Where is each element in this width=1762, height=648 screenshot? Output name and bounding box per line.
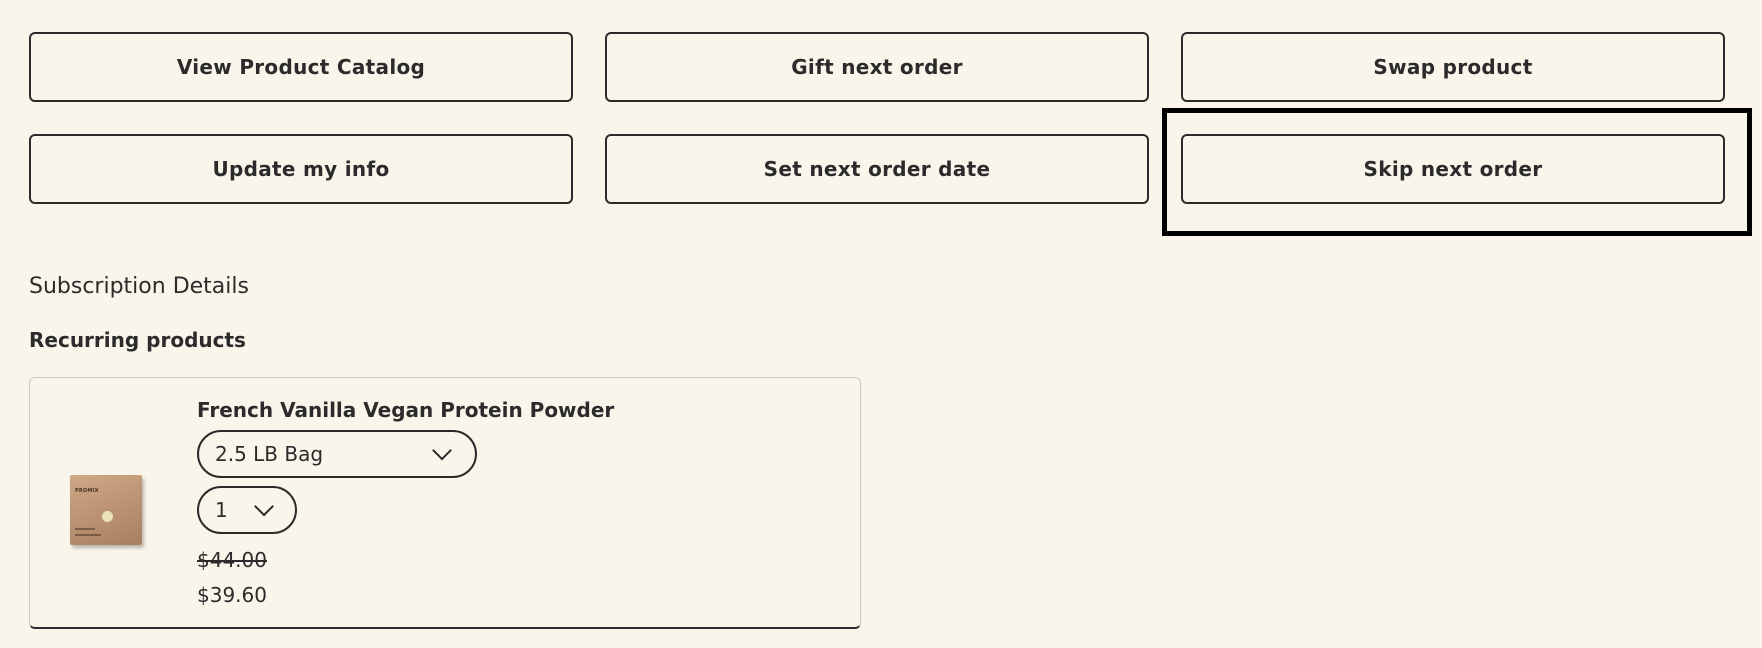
product-name: French Vanilla Vegan Protein Powder <box>197 398 615 422</box>
size-select[interactable]: 2.5 LB Bag <box>197 430 477 478</box>
product-card: PROMIX French Vanilla Vegan Protein Powd… <box>29 377 861 629</box>
skip-next-order-button[interactable]: Skip next order <box>1181 134 1725 204</box>
gift-next-order-button[interactable]: Gift next order <box>605 32 1149 102</box>
product-image-text-line <box>75 528 95 530</box>
subscription-details-heading: Subscription Details <box>29 274 249 299</box>
product-image-brand: PROMIX <box>75 488 99 494</box>
current-price: $39.60 <box>197 583 267 607</box>
quantity-select[interactable]: 1 <box>197 486 297 534</box>
focus-outline <box>1162 108 1752 236</box>
chevron-down-icon <box>432 440 452 461</box>
size-select-value: 2.5 LB Bag <box>215 442 324 466</box>
product-image: PROMIX <box>70 475 142 545</box>
swap-product-button[interactable]: Swap product <box>1181 32 1725 102</box>
view-product-catalog-button[interactable]: View Product Catalog <box>29 32 573 102</box>
original-price: $44.00 <box>197 548 267 572</box>
chevron-down-icon <box>254 496 274 517</box>
quantity-select-value: 1 <box>215 498 228 522</box>
recurring-products-label: Recurring products <box>29 328 246 352</box>
set-next-order-date-button[interactable]: Set next order date <box>605 134 1149 204</box>
product-image-seal <box>102 511 113 522</box>
update-my-info-button[interactable]: Update my info <box>29 134 573 204</box>
product-image-text-line <box>75 534 101 536</box>
